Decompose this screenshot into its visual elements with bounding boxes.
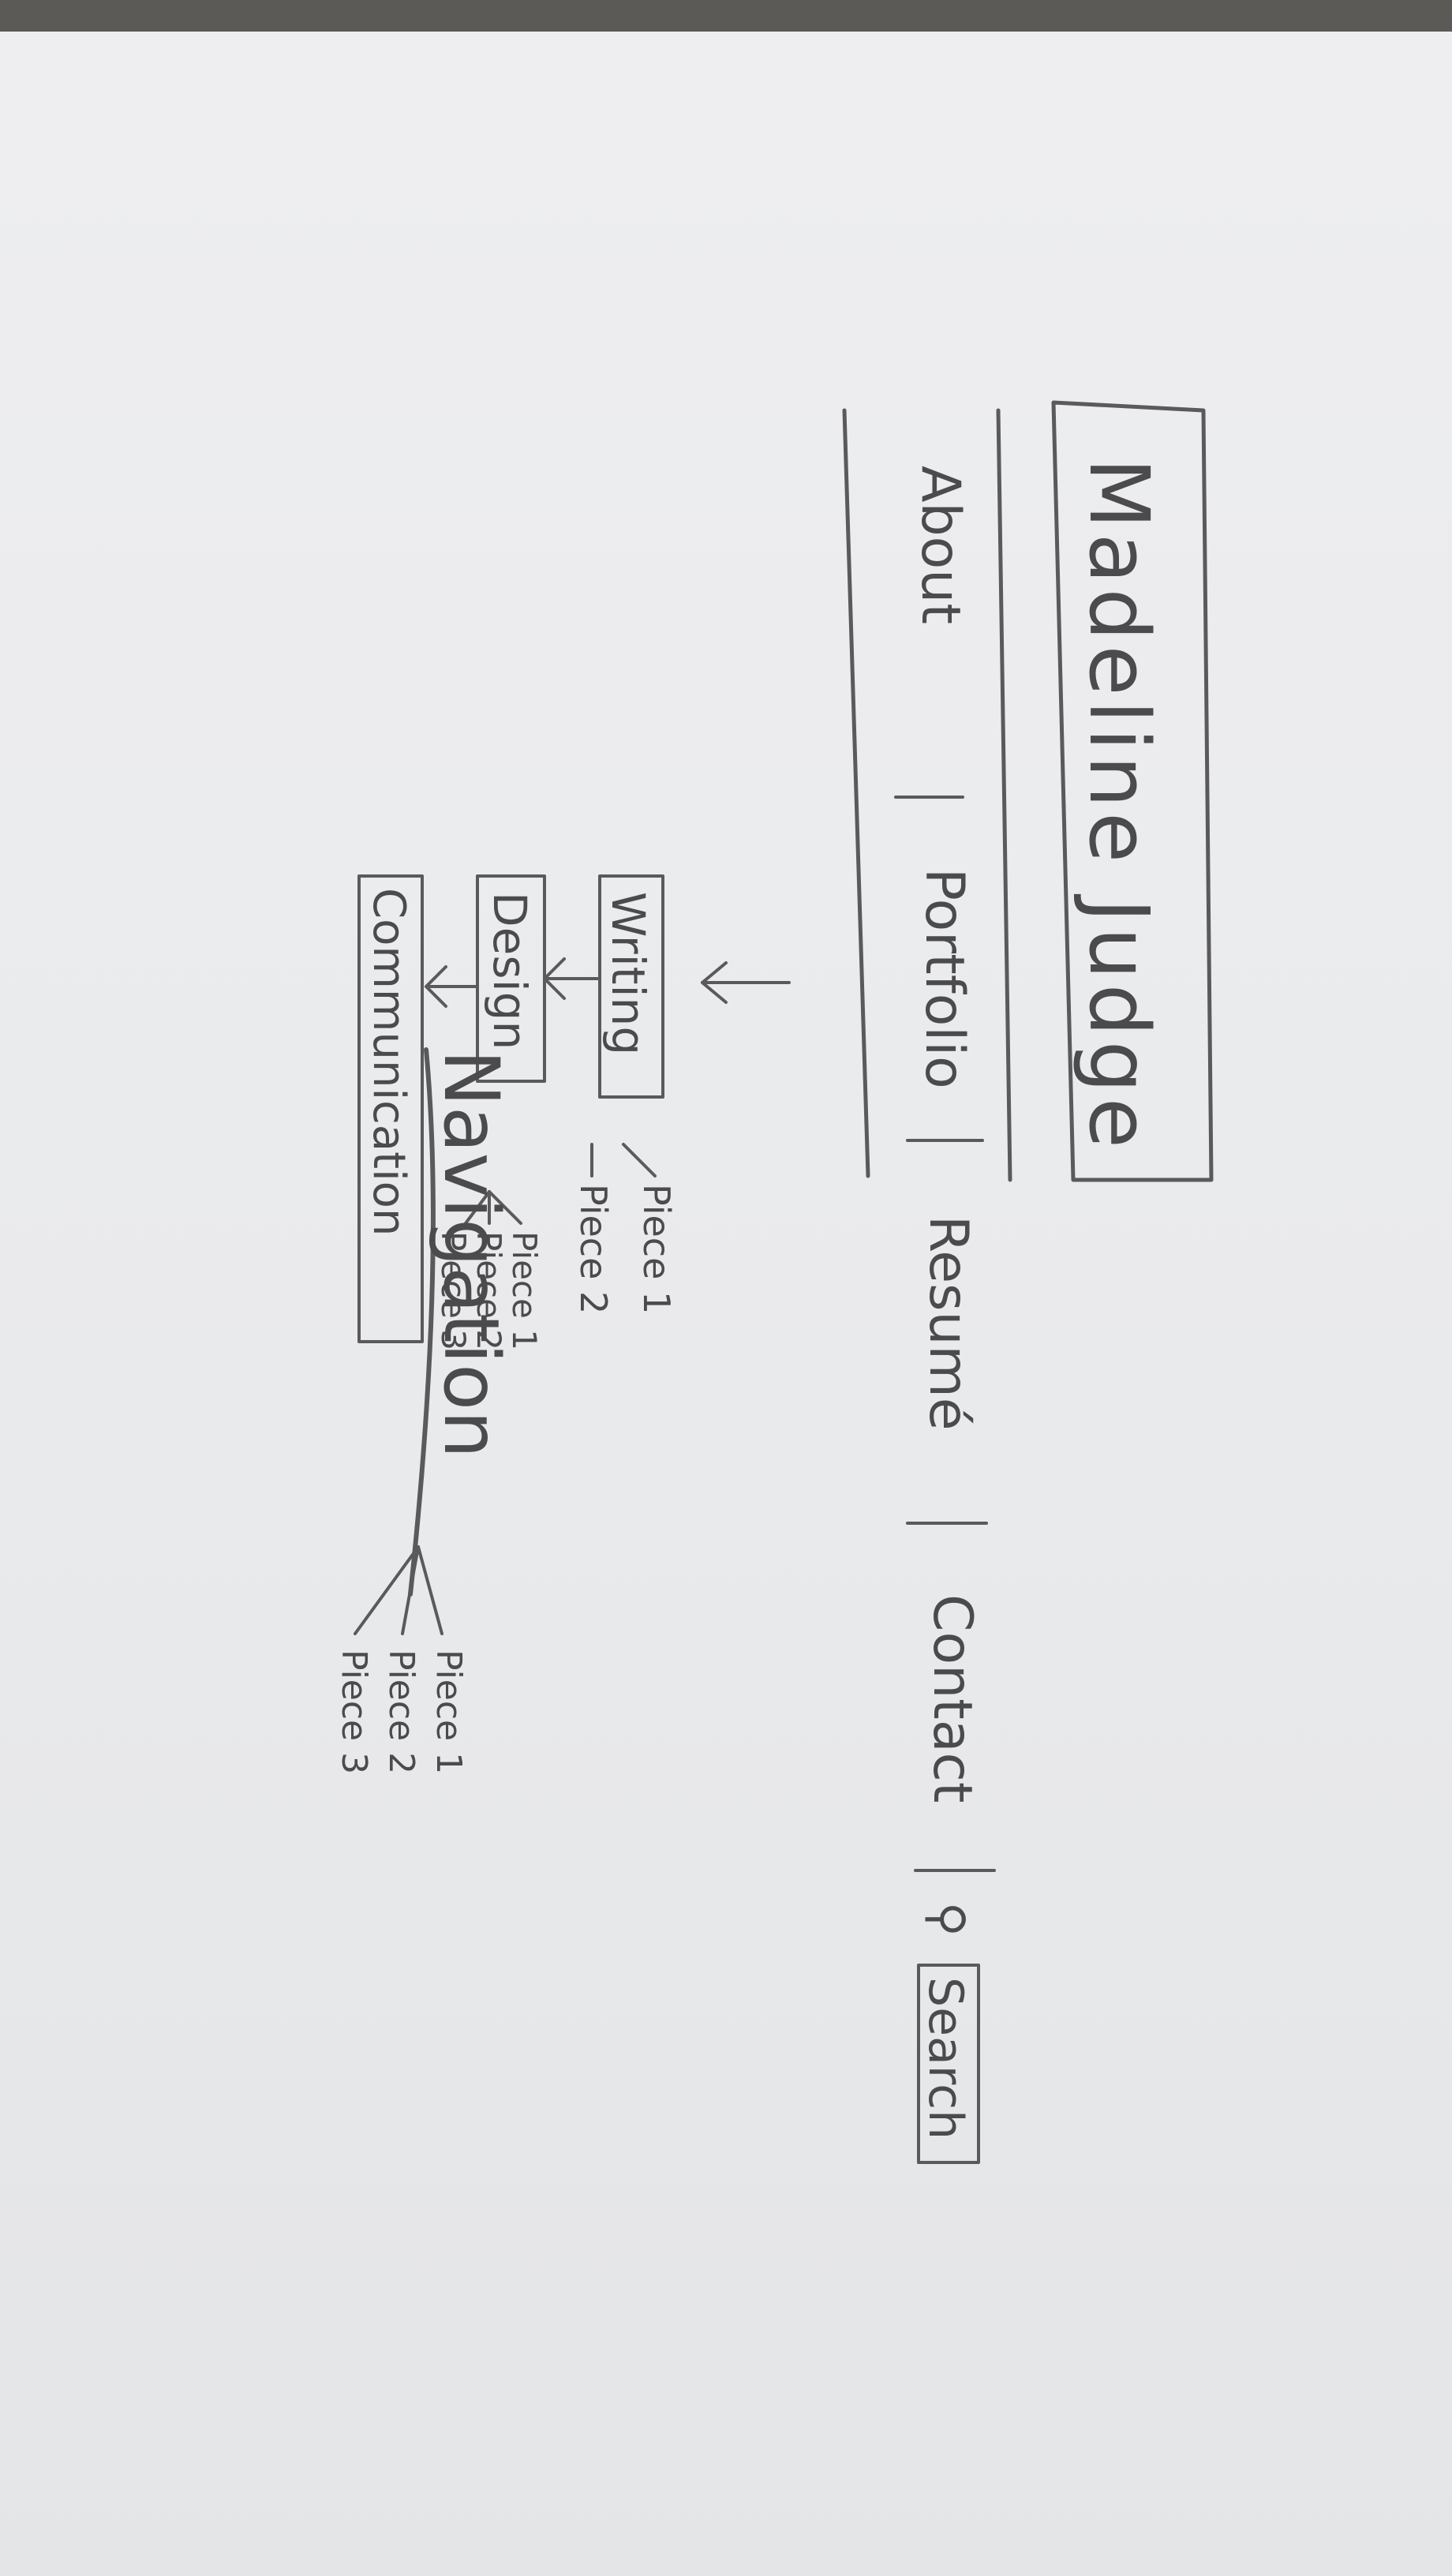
- communication-piece-3[interactable]: Piece 3: [334, 1649, 374, 1775]
- sketch-lines: [354, 400, 1214, 2164]
- design-piece-1[interactable]: Piece 1: [505, 1231, 544, 1350]
- site-title: Madeline Judge: [1071, 458, 1167, 1153]
- nav-item-contact[interactable]: Contact: [921, 1594, 983, 1803]
- communication-piece-2[interactable]: Piece 2: [381, 1649, 421, 1775]
- connector: [417, 1545, 443, 1635]
- connector: [464, 1190, 491, 1225]
- connector: [488, 1190, 522, 1225]
- design-piece-2[interactable]: Piece 2: [470, 1231, 508, 1350]
- arrow-down: [425, 965, 479, 1008]
- paper-sheet: [0, 32, 1452, 2576]
- search-icon[interactable]: ⚲: [919, 1902, 975, 1937]
- connector: [354, 1545, 420, 1635]
- portfolio-section-communication[interactable]: Communication: [363, 888, 414, 1237]
- nav-item-about[interactable]: About: [909, 466, 971, 625]
- arrow-down: [543, 957, 601, 1000]
- writing-piece-2[interactable]: Piece 2: [572, 1184, 615, 1315]
- connector: [401, 1545, 420, 1635]
- design-box: [476, 874, 546, 1083]
- nav-bottom-line: [842, 408, 870, 1178]
- design-piece-3[interactable]: Piece 3: [434, 1231, 473, 1350]
- writing-piece-1[interactable]: Piece 1: [635, 1184, 678, 1315]
- nav-item-resume[interactable]: Resumé: [917, 1215, 979, 1431]
- nav-item-portfolio[interactable]: Portfolio: [913, 868, 975, 1089]
- communication-piece-1[interactable]: Piece 1: [428, 1649, 469, 1775]
- sketch: Navigation Madeline Judge About Portfoli…: [32, 79, 1420, 2447]
- portfolio-section-writing[interactable]: Writing: [601, 892, 655, 1056]
- portfolio-section-design[interactable]: Design: [483, 892, 537, 1050]
- arrow-down: [701, 961, 791, 1004]
- heading-underline: [408, 1047, 436, 1597]
- writing-box: [598, 874, 664, 1099]
- connector: [622, 1143, 657, 1178]
- search-input[interactable]: Search: [918, 1977, 973, 2140]
- header-bar: [1051, 400, 1214, 1182]
- header-divider: [996, 408, 1012, 1182]
- communication-box: [357, 874, 424, 1343]
- search-box: [917, 1964, 980, 2164]
